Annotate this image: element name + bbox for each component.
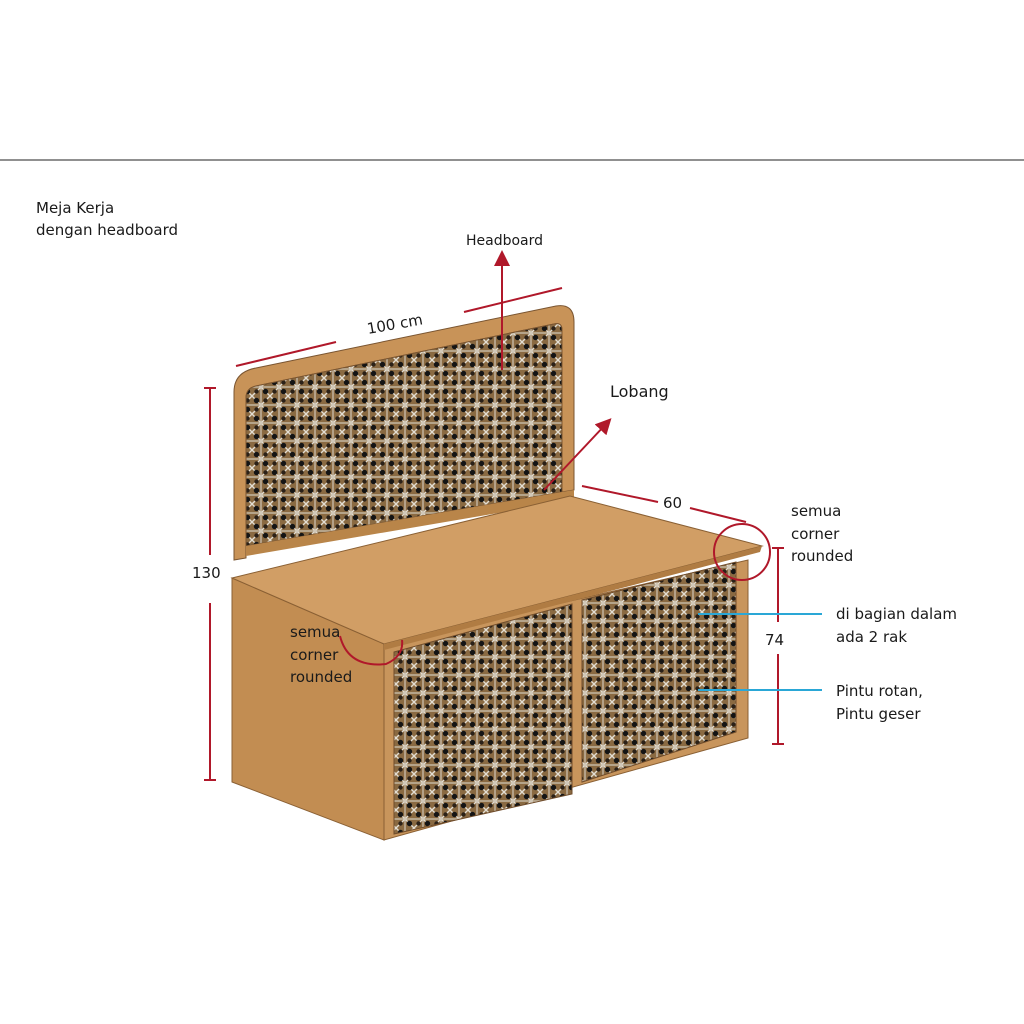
note-corner-right-2: corner bbox=[791, 525, 840, 543]
dim-width-right bbox=[463, 287, 563, 313]
desk-top-edge bbox=[384, 546, 762, 650]
corner-arc-left bbox=[339, 635, 404, 666]
note-corner-left-2: corner bbox=[290, 646, 339, 664]
headboard-rattan-panel bbox=[245, 323, 563, 547]
leaders bbox=[698, 613, 822, 691]
desk-body bbox=[230, 495, 764, 841]
note-doors-2: Pintu geser bbox=[836, 705, 921, 723]
note-shelves-1: di bagian dalam bbox=[836, 605, 957, 623]
headboard bbox=[233, 305, 575, 561]
dim-depth-left bbox=[581, 485, 659, 503]
dim-depth-right bbox=[689, 507, 747, 523]
label-dim-total-height: 130 bbox=[192, 564, 221, 582]
door-right-rattan bbox=[581, 561, 737, 783]
label-lobang: Lobang bbox=[610, 382, 669, 401]
label-dim-desk-height: 74 bbox=[765, 631, 784, 649]
label-dim-width: 100 cm bbox=[366, 310, 425, 337]
note-doors-1: Pintu rotan, bbox=[836, 682, 923, 700]
label-dim-depth: 60 bbox=[663, 494, 682, 512]
dim-width-left bbox=[235, 341, 337, 367]
diagram-title-line2: dengan headboard bbox=[36, 221, 178, 239]
note-corner-right-1: semua bbox=[791, 502, 841, 520]
corner-circle-right bbox=[713, 523, 771, 581]
note-corner-right-3: rounded bbox=[791, 547, 853, 565]
label-headboard: Headboard bbox=[466, 233, 543, 249]
headboard-bottom-rail bbox=[246, 490, 574, 556]
diagram-title-line1: Meja Kerja bbox=[36, 199, 114, 217]
note-corner-left-1: semua bbox=[290, 623, 340, 641]
note-corner-left-3: rounded bbox=[290, 668, 352, 686]
lobang-arrow bbox=[543, 418, 612, 491]
door-left-rattan bbox=[393, 603, 573, 835]
dimensions bbox=[204, 250, 784, 781]
note-shelves-2: ada 2 rak bbox=[836, 628, 907, 646]
